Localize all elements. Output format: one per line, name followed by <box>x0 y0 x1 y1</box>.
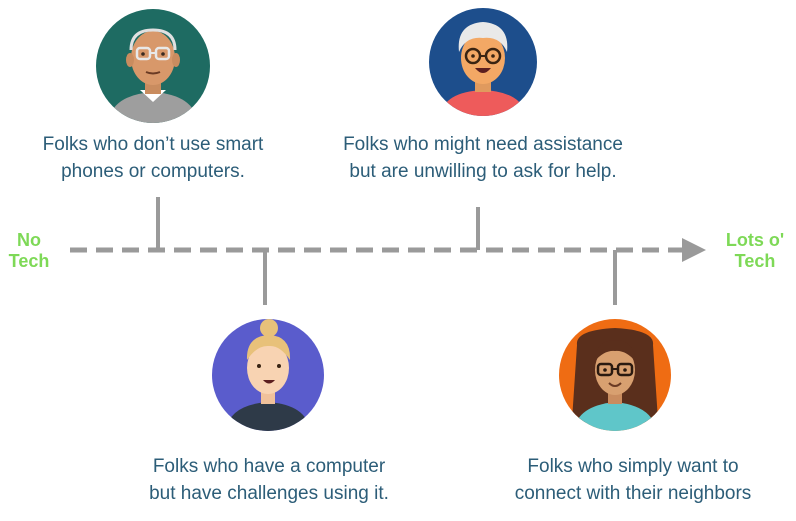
axis-start-label-line-2: Tech <box>8 251 50 271</box>
persona-caption-no-devices: Folks who don’t use smart phones or comp… <box>13 131 293 185</box>
persona-caption-line: but are unwilling to ask for help. <box>349 161 617 182</box>
axis-end-label-line-1: Lots o' <box>725 230 785 250</box>
persona-caption-line: Folks who don’t use smart <box>42 134 264 155</box>
persona-caption-line: but have challenges using it. <box>149 483 389 504</box>
axis-start-label: No Tech <box>4 230 54 272</box>
axis-end-label: Lots o' Tech <box>718 230 792 272</box>
persona-caption-line: connect with their neighbors <box>514 483 752 504</box>
persona-caption-wants-connect: Folks who simply want to connect with th… <box>488 453 778 507</box>
young-woman-avatar-icon <box>212 319 324 431</box>
axis-end-label-line-2: Tech <box>734 251 776 271</box>
persona-caption-line: Folks who have a computer <box>152 456 386 477</box>
older-woman-avatar-icon <box>429 8 537 116</box>
axis-start-label-line-1: No <box>17 230 41 250</box>
persona-caption-line: Folks who might need assistance <box>343 134 623 155</box>
persona-caption-line: Folks who simply want to <box>527 456 739 477</box>
axis-arrow-icon <box>682 238 706 262</box>
persona-caption-has-computer: Folks who have a computer but have chall… <box>124 453 414 507</box>
older-man-avatar-icon <box>96 9 210 123</box>
persona-caption-needs-assistance: Folks who might need assistance but are … <box>313 131 653 185</box>
woman-glasses-avatar-icon <box>559 319 671 431</box>
persona-caption-line: phones or computers. <box>61 161 245 182</box>
